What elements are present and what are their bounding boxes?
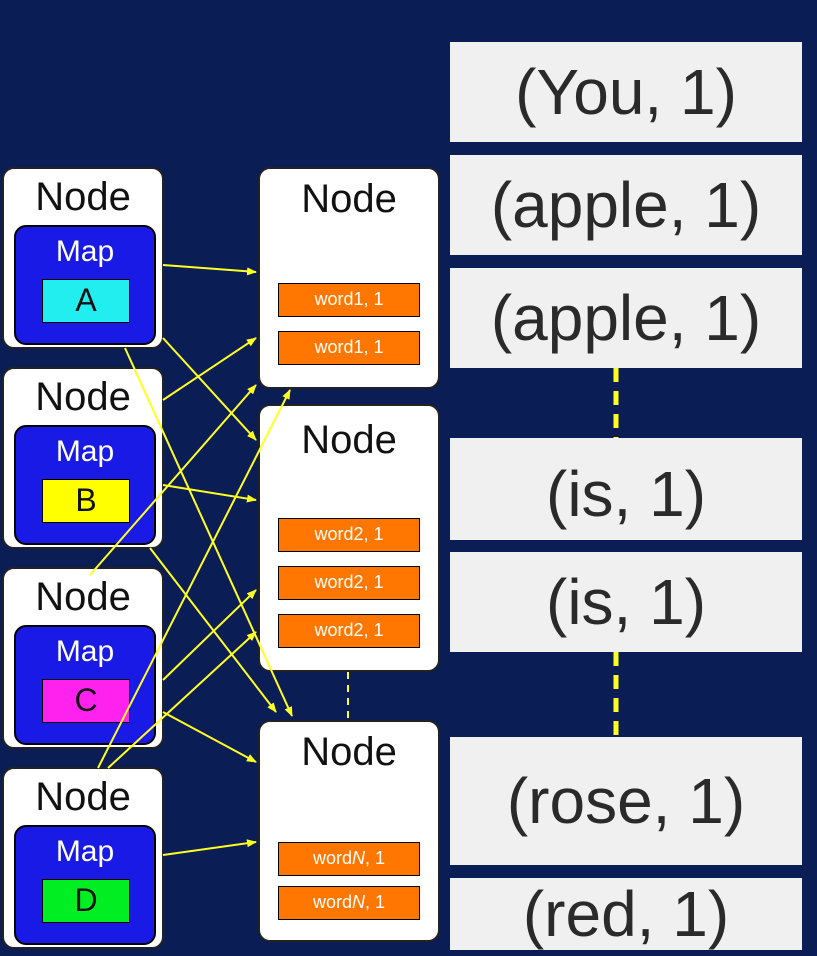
word-item: word2, 1	[278, 566, 420, 600]
arrow-a-to-node2	[162, 337, 257, 441]
pair-apple-2: (apple, 1)	[450, 268, 802, 368]
node-label: Node	[35, 775, 131, 819]
word-item: wordN, 1	[278, 886, 420, 920]
map-node-d: Node Map D	[2, 767, 164, 949]
map-letter-b: B	[42, 479, 130, 523]
pair-red: (red, 1)	[450, 878, 802, 950]
map-node-a: Node Map A	[2, 167, 164, 349]
word-item: wordN, 1	[278, 842, 420, 876]
word-item: word2, 1	[278, 518, 420, 552]
map-label: Map	[55, 235, 115, 268]
word-prefix: word	[312, 892, 352, 912]
word-suffix: , 1	[365, 848, 386, 868]
reduce-node-n: Node wordN, 1 wordN, 1	[258, 720, 440, 942]
node-label: Node	[35, 375, 131, 419]
word-prefix: word	[312, 848, 352, 868]
word-var: N	[352, 892, 365, 912]
arrow-c-to-noden	[162, 711, 257, 763]
arrow-c-to-node2	[162, 589, 257, 681]
pair-is-1: (is, 1)	[450, 438, 802, 540]
arrow-d-to-node1	[97, 389, 291, 769]
map-letter-a: A	[42, 279, 130, 323]
word-item: word2, 1	[278, 614, 420, 648]
reduce-node-1: Node word1, 1 word1, 1	[258, 167, 440, 389]
pair-is-2: (is, 1)	[450, 552, 802, 652]
word-var: N	[352, 848, 365, 868]
word-item: word1, 1	[278, 331, 420, 365]
map-node-c: Node Map C	[2, 567, 164, 749]
map-node-b: Node Map B	[2, 367, 164, 549]
pair-rose: (rose, 1)	[450, 737, 802, 865]
node-label: Node	[301, 418, 397, 462]
map-label: Map	[55, 835, 115, 868]
node-label: Node	[301, 730, 397, 774]
map-box: Map A	[14, 225, 156, 345]
node-label: Node	[301, 177, 397, 221]
node-label: Node	[35, 175, 131, 219]
word-suffix: , 1	[365, 892, 386, 912]
map-box: Map D	[14, 825, 156, 945]
map-letter-c: C	[42, 679, 130, 723]
arrow-d-to-node2	[107, 631, 257, 769]
arrow-a-to-node1	[162, 264, 257, 276]
map-letter-d: D	[42, 879, 130, 923]
arrow-b-to-node1	[162, 337, 257, 401]
map-box: Map B	[14, 425, 156, 545]
arrow-c-to-node1	[89, 384, 257, 576]
arrow-a-to-noden	[124, 347, 293, 717]
node-label: Node	[35, 575, 131, 619]
pair-you: (You, 1)	[450, 42, 802, 142]
arrow-b-to-noden	[149, 547, 277, 713]
arrow-b-to-node2	[162, 484, 257, 503]
arrow-d-to-noden	[162, 839, 257, 856]
map-label: Map	[55, 435, 115, 468]
map-label: Map	[55, 635, 115, 668]
word-item: word1, 1	[278, 283, 420, 317]
pair-apple-1: (apple, 1)	[450, 155, 802, 255]
reduce-node-2: Node word2, 1 word2, 1 word2, 1	[258, 404, 440, 672]
map-box: Map C	[14, 625, 156, 745]
